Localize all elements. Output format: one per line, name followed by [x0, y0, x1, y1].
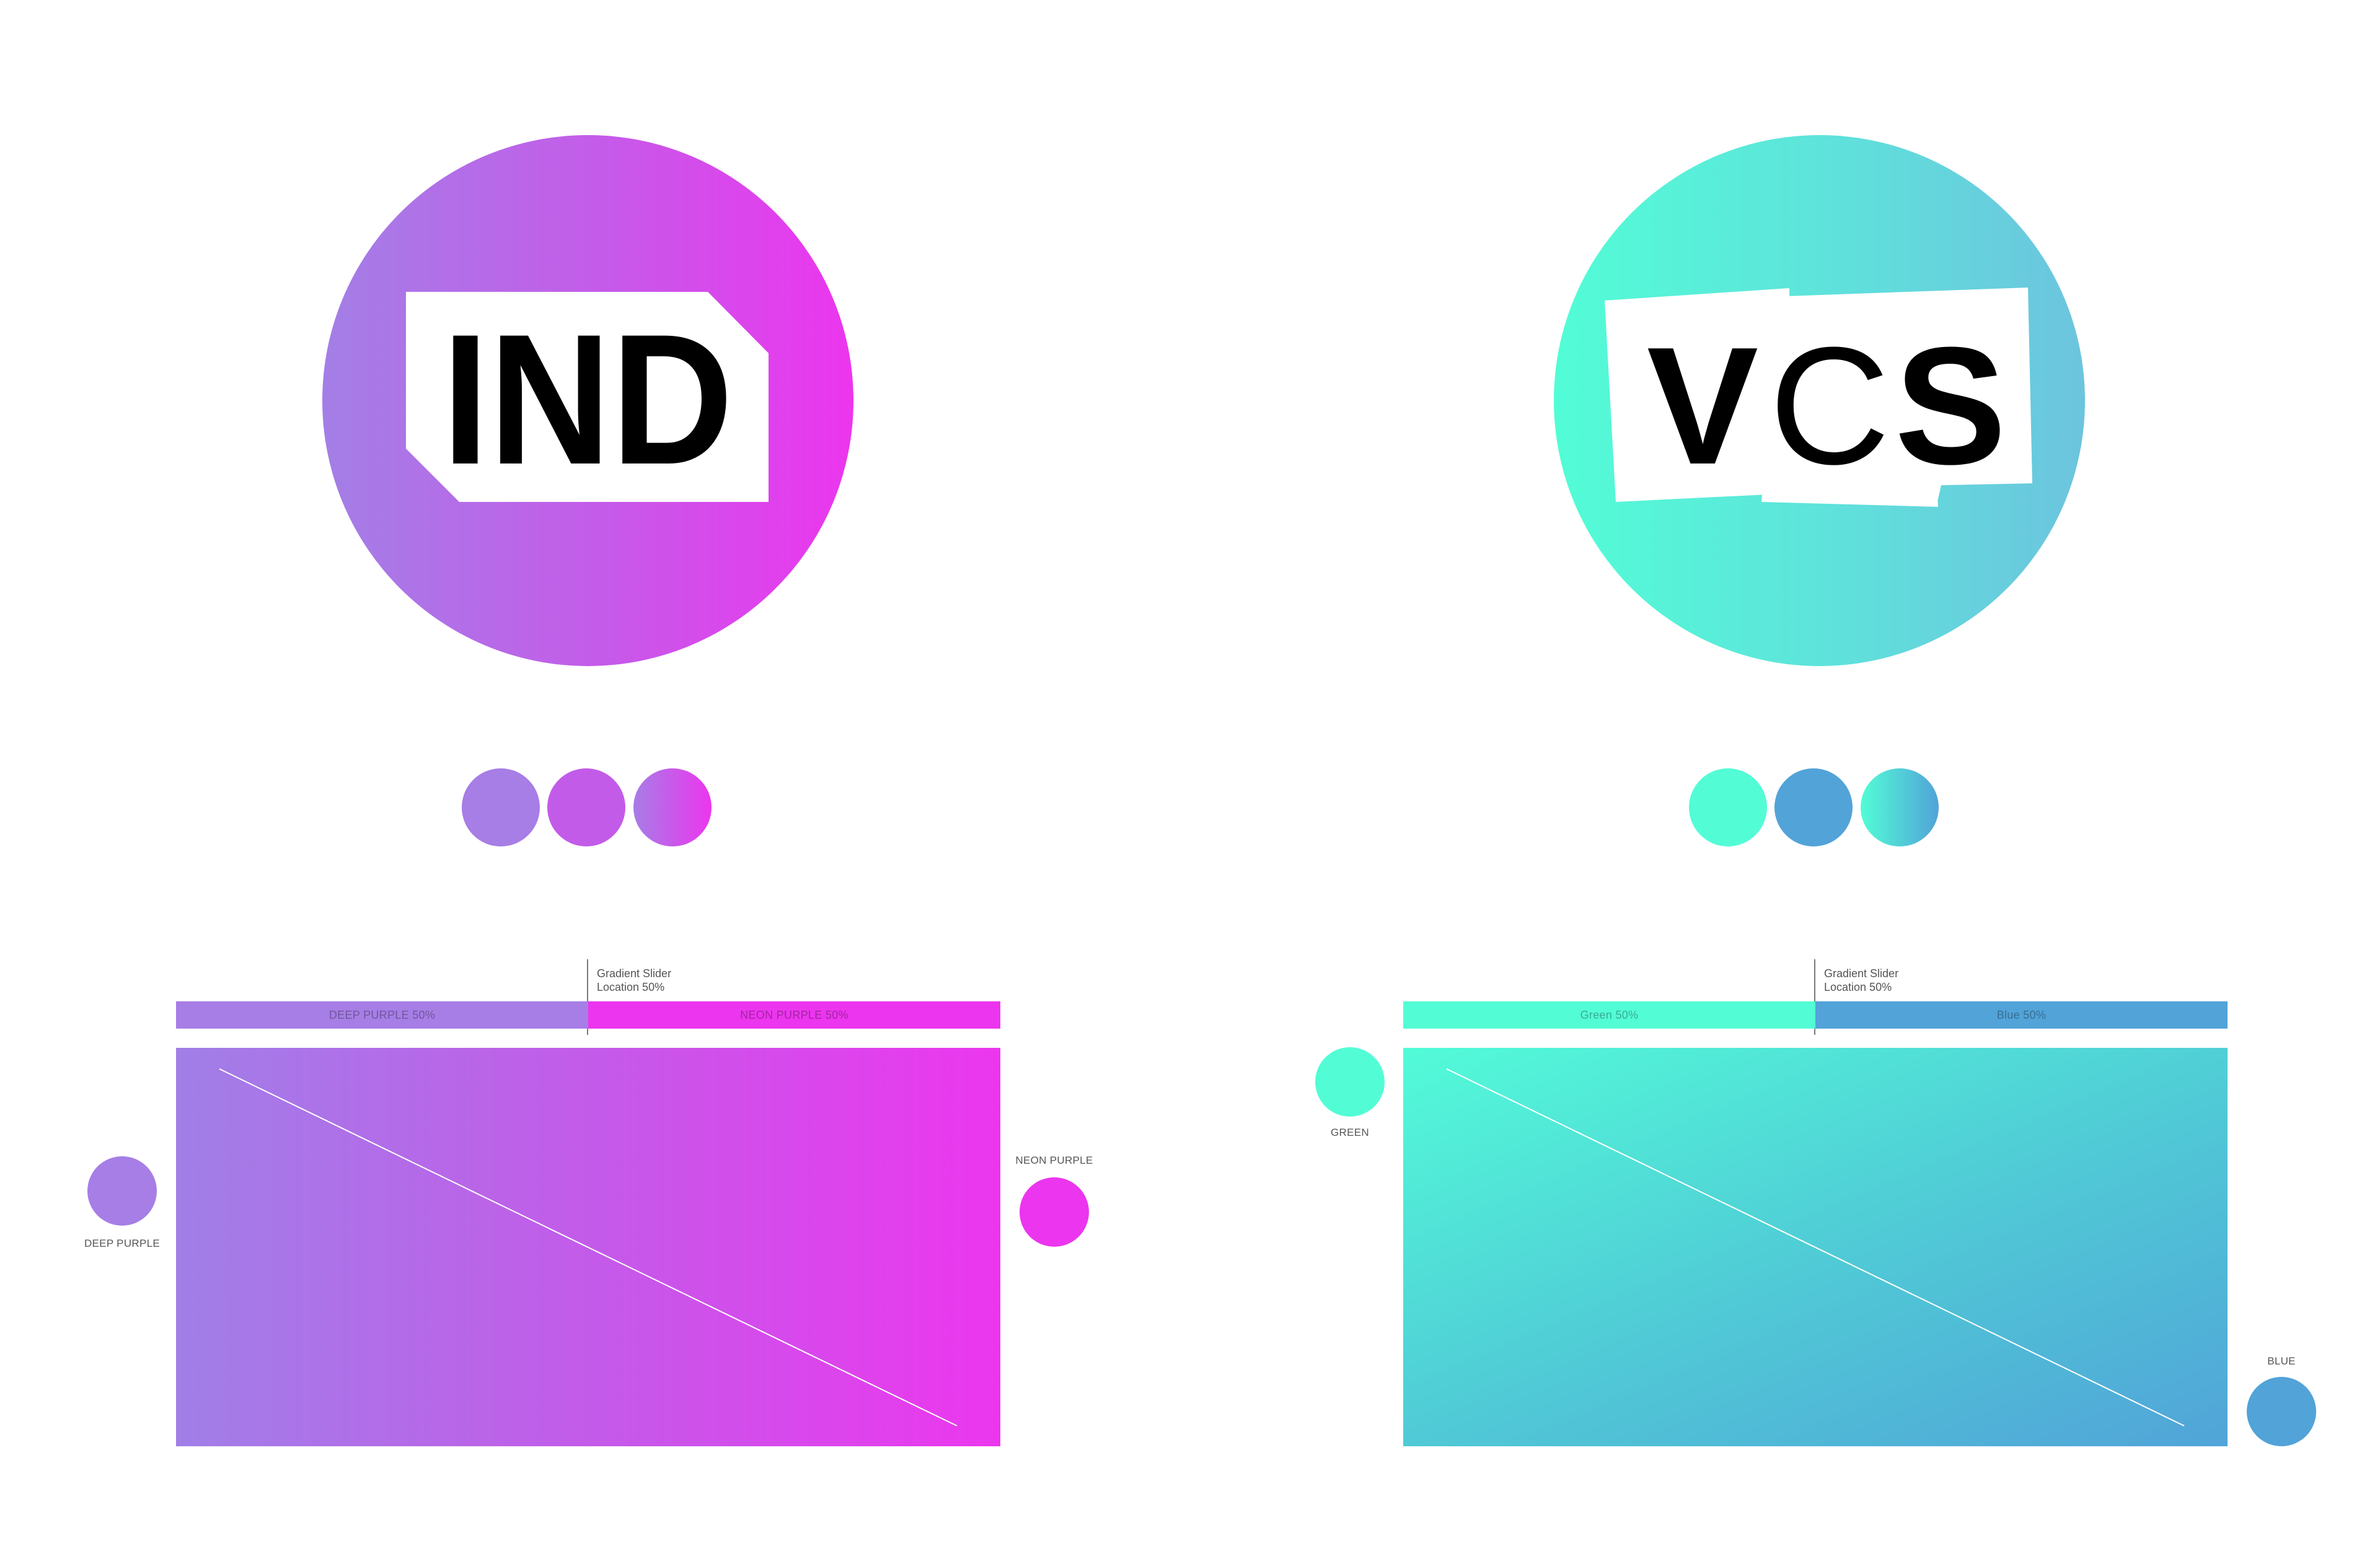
vcs-slider-caption-line1: Gradient Slider: [1824, 967, 1899, 980]
vcs-slider-caption-line2: Location 50%: [1824, 981, 1892, 993]
vcs-logo-letter-s: S: [1895, 313, 2006, 499]
ind-stop-neon-purple[interactable]: [1020, 1177, 1089, 1247]
vcs-stop-blue[interactable]: [2247, 1377, 2316, 1446]
ind-logo-mark: IND: [406, 292, 769, 503]
vcs-logo-mark: V C S: [1605, 288, 2032, 507]
ind-logo-circle: IND: [322, 135, 853, 666]
ind-stop-deep-purple-label: DEEP PURPLE: [84, 1237, 161, 1249]
ind-logo-text: IND: [442, 295, 733, 503]
ind-swatch-purple: [547, 768, 625, 846]
vcs-swatch-gradient: [1861, 768, 1939, 846]
vcs-stop-green[interactable]: [1315, 1047, 1385, 1117]
vcs-swatch-blue: [1774, 768, 1853, 846]
vcs-stop-blue-label: BLUE: [2267, 1355, 2296, 1367]
vcs-logo-paper-left: [1605, 288, 1792, 502]
vcs-bar-right-label: Blue 50%: [1996, 1008, 2047, 1021]
ind-bar-deep-purple: DEEP PURPLE 50%: [176, 1001, 588, 1029]
ind-slider-caption-line2: Location 50%: [597, 981, 665, 993]
vcs-logo-letter-v: V: [1647, 313, 1759, 499]
ind-gradient-bar: DEEP PURPLE 50% NEON PURPLE 50%: [176, 1001, 1000, 1029]
ind-bar-neon-purple: NEON PURPLE 50%: [588, 1001, 1000, 1029]
ind-slider-caption-line1: Gradient Slider: [597, 967, 672, 980]
vcs-logo-paper-right: [1783, 288, 2032, 504]
vcs-bar-left-label: Green 50%: [1580, 1008, 1639, 1021]
ind-gradient-preview: [176, 1048, 1000, 1446]
ind-bar-left-label: DEEP PURPLE 50%: [328, 1008, 436, 1021]
vcs-logo-letter-c: C: [1770, 313, 1890, 499]
ind-gradient-slider-caption: Gradient Slider Location 50%: [597, 967, 671, 994]
ind-gradient-direction-line: [219, 1068, 958, 1426]
vcs-gradient-slider-marker[interactable]: [1814, 959, 1815, 1035]
ind-logo-tag-shape: [406, 292, 769, 502]
ind-swatch-deep-purple: [462, 768, 540, 846]
ind-stop-neon-purple-label: NEON PURPLE: [1015, 1154, 1093, 1166]
vcs-bar-blue: Blue 50%: [1815, 1001, 2228, 1029]
vcs-gradient-bar: Green 50% Blue 50%: [1403, 1001, 2228, 1029]
vcs-stop-green-label: GREEN: [1331, 1127, 1369, 1138]
ind-bar-right-label: NEON PURPLE 50%: [740, 1008, 848, 1021]
vcs-swatch-green: [1689, 768, 1767, 846]
vcs-gradient-slider-caption: Gradient Slider Location 50%: [1824, 967, 1898, 994]
ind-stop-deep-purple[interactable]: [87, 1156, 157, 1226]
ind-swatch-gradient: [633, 768, 712, 846]
vcs-gradient-direction-line: [1446, 1068, 2185, 1426]
vcs-bar-green: Green 50%: [1403, 1001, 1815, 1029]
vcs-logo-circle: V C S: [1554, 135, 2085, 666]
vcs-gradient-preview: [1403, 1048, 2228, 1446]
ind-gradient-slider-marker[interactable]: [587, 959, 588, 1035]
